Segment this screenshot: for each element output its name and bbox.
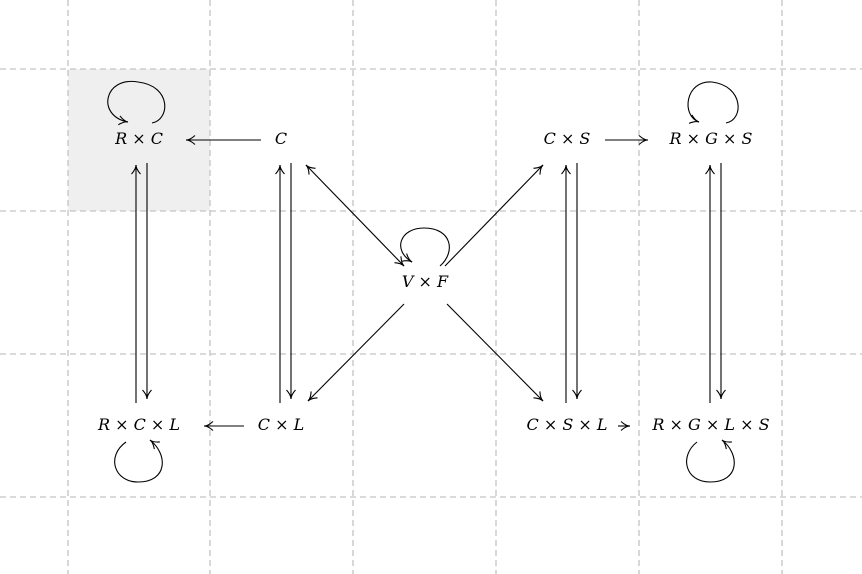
node-r-times-c: R × C bbox=[113, 129, 165, 148]
node-c-times-s-times-l: C × S × L bbox=[524, 415, 610, 434]
node-r-times-g-times-l-times-s: R × G × L × S bbox=[650, 415, 772, 434]
loop-rc bbox=[107, 80, 166, 126]
node-c: C bbox=[272, 129, 290, 148]
edge-vf-to-cs bbox=[444, 164, 544, 267]
edge-vf-to-cl bbox=[307, 303, 405, 402]
edge-vf-to-csl bbox=[446, 303, 544, 402]
loop-rgls bbox=[686, 439, 735, 483]
node-v-times-f: V × F bbox=[399, 272, 451, 291]
node-r-times-g-times-s: R × G × S bbox=[667, 129, 755, 148]
edge-rc-rcl bbox=[131, 163, 152, 403]
node-c-times-s: C × S bbox=[541, 129, 593, 148]
edge-cs-csl bbox=[561, 163, 582, 403]
loop-vf bbox=[400, 227, 450, 267]
edge-vf-c bbox=[305, 164, 405, 267]
loop-rgs bbox=[687, 81, 739, 124]
edge-rgs-rgls bbox=[705, 163, 726, 403]
edge-c-cl bbox=[275, 163, 296, 403]
node-r-times-c-times-l: R × C × L bbox=[95, 415, 183, 434]
loop-rcl bbox=[114, 439, 163, 483]
node-c-times-l: C × L bbox=[255, 415, 307, 434]
